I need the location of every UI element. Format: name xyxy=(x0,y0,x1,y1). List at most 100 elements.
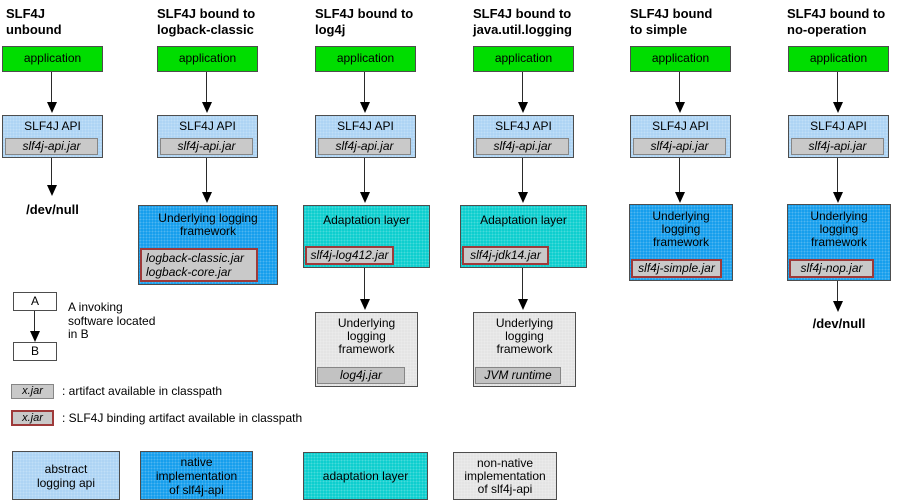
binding-jar: logback-classic.jar logback-core.jar xyxy=(140,248,258,282)
framework-label-line: framework xyxy=(810,235,867,249)
framework-label-line: Underlying xyxy=(495,316,554,330)
column-title-line: SLF4J xyxy=(6,6,46,21)
artifact-jar-sample: x.jar xyxy=(11,384,54,399)
swatch-native-implementation: native implementation of slf4j-api xyxy=(140,451,253,500)
framework-label-line: Underlying xyxy=(810,209,868,223)
slf4j-api-jar: slf4j-api.jar xyxy=(160,138,253,155)
slf4j-api-box: SLF4J API slf4j-api.jar xyxy=(788,115,889,158)
binding-caption: : SLF4J binding artifact available in cl… xyxy=(62,411,303,425)
arrow-down-icon xyxy=(360,72,370,113)
application-box: application xyxy=(630,46,731,72)
column-title: SLF4J unbound xyxy=(6,6,62,38)
slf4j-api-label: SLF4J API xyxy=(810,119,867,133)
arrow-down-icon xyxy=(518,268,528,310)
arrow-down-icon xyxy=(833,281,843,312)
adaptation-label: Adaptation layer xyxy=(480,213,567,227)
arrow-down-icon xyxy=(47,72,57,113)
binding-jar-line: logback-core.jar xyxy=(146,265,232,279)
column-title: SLF4J bound to java.util.logging xyxy=(473,6,572,38)
slf4j-api-box: SLF4J API slf4j-api.jar xyxy=(630,115,731,158)
binding-jar-line: logback-classic.jar xyxy=(146,251,245,265)
framework-label-line: logging xyxy=(505,329,544,343)
slf4j-api-jar: slf4j-api.jar xyxy=(633,138,726,155)
legend-a-box: A xyxy=(13,292,57,311)
slf4j-api-jar: slf4j-api.jar xyxy=(318,138,411,155)
artifact-caption: : artifact available in classpath xyxy=(62,384,223,398)
binding-jar: slf4j-nop.jar xyxy=(789,259,874,278)
binding-jar: slf4j-log412.jar xyxy=(305,246,394,265)
column-title-line: log4j xyxy=(315,22,346,37)
framework-label-line: Underlying xyxy=(337,316,396,330)
framework-jar: log4j.jar xyxy=(317,367,405,384)
arrow-down-icon xyxy=(47,158,57,196)
slf4j-api-label: SLF4J API xyxy=(24,119,81,133)
slf4j-api-label: SLF4J API xyxy=(495,119,552,133)
application-label: application xyxy=(178,51,237,65)
slf4j-api-box: SLF4J API slf4j-api.jar xyxy=(157,115,258,158)
framework-label-line: framework xyxy=(652,235,709,249)
slf4j-api-jar: slf4j-api.jar xyxy=(791,138,884,155)
adaptation-label: Adaptation layer xyxy=(323,213,410,227)
application-label: application xyxy=(651,51,710,65)
application-label: application xyxy=(336,51,395,65)
framework-label-line: Underlying xyxy=(652,209,710,223)
framework-label: Underlying logging framework xyxy=(316,317,417,356)
adaptation-layer-box: Adaptation layer slf4j-log412.jar xyxy=(303,205,430,268)
column-title-line: unbound xyxy=(6,22,62,37)
arrow-down-icon xyxy=(360,268,370,310)
column-title-line: java.util.logging xyxy=(473,22,572,37)
swatch-label-line: of slf4j-api xyxy=(477,481,533,496)
arrow-down-icon xyxy=(360,158,370,203)
adaptation-layer-box: Adaptation layer slf4j-jdk14.jar xyxy=(460,205,587,268)
framework-label-line: framework xyxy=(338,342,395,356)
framework-label: Underlying logging framework xyxy=(139,212,277,238)
arrow-down-icon xyxy=(833,72,843,113)
column-title-line: SLF4J bound to xyxy=(157,6,256,21)
binding-jar: slf4j-jdk14.jar xyxy=(462,246,549,265)
caption-line: A invoking xyxy=(68,300,123,314)
framework-label: Underlying logging framework xyxy=(788,210,890,249)
framework-label: Underlying logging framework xyxy=(474,317,575,356)
application-box: application xyxy=(315,46,416,72)
underlying-framework-box: Underlying logging framework slf4j-nop.j… xyxy=(787,204,891,281)
caption-line: in B xyxy=(68,327,89,341)
column-title: SLF4J bound to log4j xyxy=(315,6,413,38)
framework-label-line: framework xyxy=(179,224,236,238)
column-title: SLF4J bound to logback-classic xyxy=(157,6,255,38)
application-box: application xyxy=(2,46,103,72)
slf4j-api-jar: slf4j-api.jar xyxy=(476,138,569,155)
binding-jar-sample: x.jar xyxy=(11,410,54,426)
swatch-label-line: native implementation xyxy=(155,454,238,483)
swatch-label-line: of slf4j-api xyxy=(169,482,224,497)
column-title-line: logback-classic xyxy=(157,22,254,37)
framework-label-line: logging xyxy=(661,222,701,236)
arrow-down-icon xyxy=(518,158,528,203)
legend-invocation-caption: A invoking software located in B xyxy=(68,300,156,342)
slf4j-api-box: SLF4J API slf4j-api.jar xyxy=(473,115,574,158)
column-title-line: SLF4J bound xyxy=(630,6,713,21)
arrow-down-icon xyxy=(30,311,40,342)
application-box: application xyxy=(157,46,258,72)
arrow-down-icon xyxy=(202,72,212,113)
framework-label-line: logging xyxy=(819,222,859,236)
application-label: application xyxy=(809,51,868,65)
underlying-framework-box: Underlying logging framework JVM runtime xyxy=(473,312,576,387)
framework-label-line: Underlying logging xyxy=(158,211,258,225)
swatch-non-native-implementation: non-native implementation of slf4j-api xyxy=(453,452,557,500)
arrow-down-icon xyxy=(202,158,212,203)
application-box: application xyxy=(473,46,574,72)
swatch-adaptation-layer: adaptation layer xyxy=(303,452,428,500)
swatch-label-line: implementation xyxy=(464,468,546,483)
caption-line: software located xyxy=(68,313,156,328)
framework-label-line: logging xyxy=(347,329,386,343)
slf4j-api-label: SLF4J API xyxy=(179,119,236,133)
slf4j-api-box: SLF4J API slf4j-api.jar xyxy=(315,115,416,158)
slf4j-api-label: SLF4J API xyxy=(652,119,709,133)
dev-null-label: /dev/null xyxy=(26,202,79,217)
swatch-abstract-logging-api: abstract logging api xyxy=(12,451,120,500)
arrow-down-icon xyxy=(675,72,685,113)
underlying-framework-box: Underlying logging framework logback-cla… xyxy=(138,205,278,285)
column-title: SLF4J bound to no-operation xyxy=(787,6,885,38)
legend-b-box: B xyxy=(13,342,57,361)
